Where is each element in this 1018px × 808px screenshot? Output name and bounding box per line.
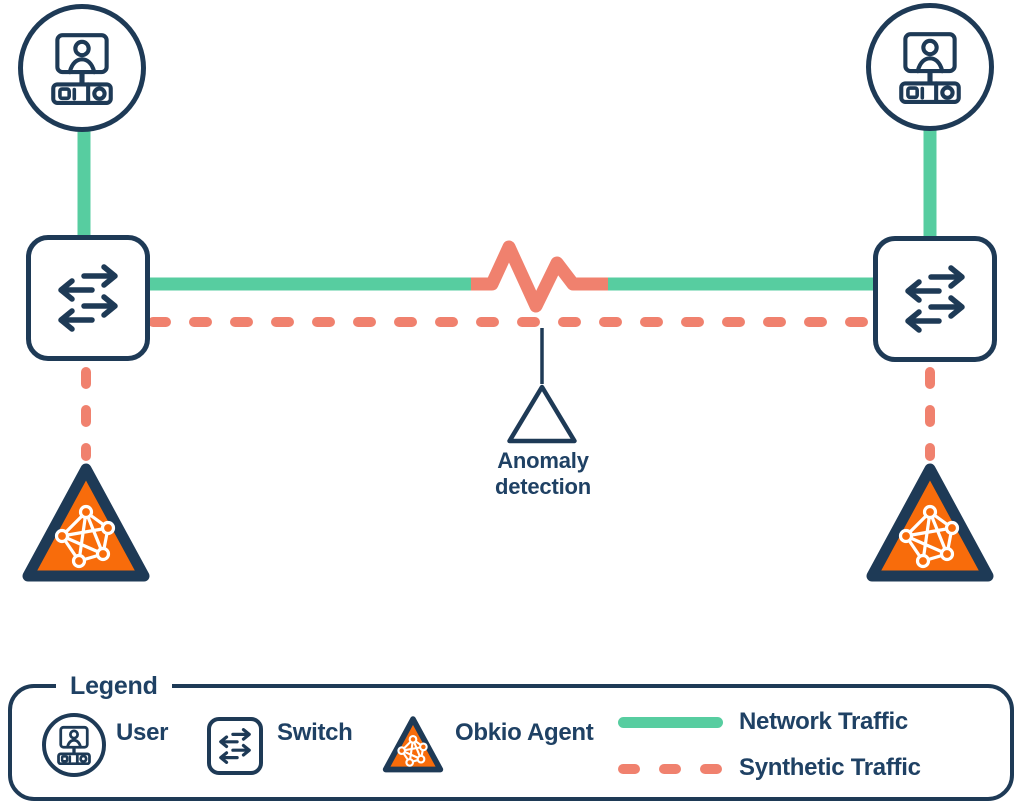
switch-node-left bbox=[26, 235, 150, 361]
agent-node-left bbox=[16, 454, 156, 594]
network-traffic-label: Network Traffic bbox=[739, 708, 908, 735]
user-icon bbox=[51, 33, 113, 105]
switch-icon bbox=[905, 265, 965, 333]
synthetic-traffic-label: Synthetic Traffic bbox=[739, 754, 921, 781]
anomaly-spike-icon bbox=[471, 240, 608, 313]
dash-segment bbox=[618, 764, 640, 774]
network-traffic-swatch bbox=[618, 717, 723, 728]
user-icon bbox=[899, 32, 961, 104]
agent-node-right bbox=[860, 454, 1000, 594]
user-node-left bbox=[18, 4, 146, 132]
obkio-agent-icon bbox=[382, 716, 444, 773]
dash-segment bbox=[659, 764, 681, 774]
user-icon bbox=[57, 725, 91, 765]
legend-agent-label: Obkio Agent bbox=[455, 719, 594, 746]
legend: Legend User bbox=[8, 672, 1014, 801]
switch-icon bbox=[219, 728, 251, 764]
switch-node-right bbox=[873, 236, 997, 362]
anomaly-detection-label: Anomaly detection bbox=[443, 448, 643, 500]
obkio-agent-icon bbox=[22, 463, 150, 582]
legend-agent-swatch bbox=[380, 712, 446, 778]
dash-segment bbox=[700, 764, 722, 774]
legend-user-label: User bbox=[116, 719, 169, 746]
legend-switch-swatch bbox=[207, 717, 263, 775]
anomaly-label-line1: Anomaly bbox=[497, 448, 589, 473]
legend-user-swatch bbox=[42, 713, 106, 777]
obkio-agent-icon bbox=[866, 463, 994, 582]
legend-title: Legend bbox=[56, 672, 172, 701]
switch-icon bbox=[58, 264, 118, 332]
anomaly-triangle-marker-icon bbox=[507, 384, 577, 444]
user-node-right bbox=[866, 3, 994, 131]
synthetic-traffic-swatch bbox=[618, 764, 728, 774]
anomaly-label-line2: detection bbox=[495, 473, 591, 499]
legend-switch-label: Switch bbox=[277, 719, 353, 746]
